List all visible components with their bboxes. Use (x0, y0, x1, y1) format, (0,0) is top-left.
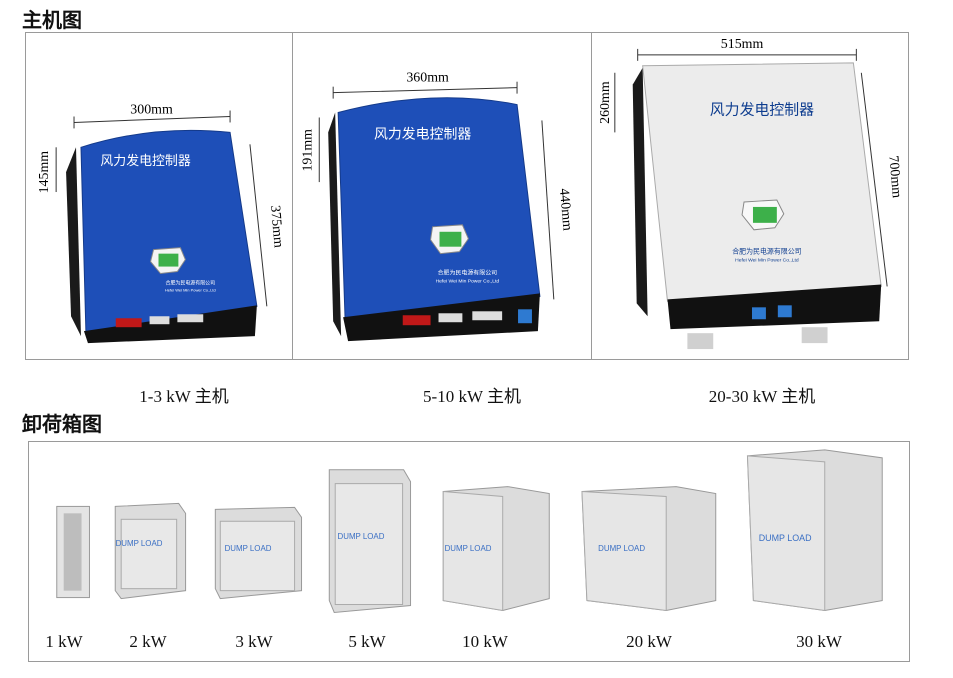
controller-1-company-en: Hefei Wei Min Power Co.,Ltd (165, 287, 216, 292)
controller-3-width-dim: 515mm (721, 37, 764, 52)
controller-3-panel-text: 风力发电控制器 (710, 101, 814, 119)
dump-load-3kw-label: 3 kW (235, 632, 273, 651)
controller-panel-1: 300mm 145mm 375mm 风力发电控制器 合肥为民电源有限公司 Hef… (26, 33, 293, 359)
controller-3-company-en: Hefei Wei Min Power Co.,Ltd (735, 258, 799, 264)
controller-2-height-dim: 440mm (556, 188, 575, 232)
dump-load-10kw-text: DUMP LOAD (445, 544, 492, 553)
dump-load-30kw-label: 30 kW (796, 632, 842, 651)
dump-load-gallery: DUMP LOAD DUMP LOAD DUMP LOAD DUMP LOAD … (28, 441, 910, 662)
dump-load-20kw-image: DUMP LOAD (581, 486, 717, 612)
controller-3-company-cn: 合肥为民电源有限公司 (732, 247, 801, 256)
dump-load-20kw-text: DUMP LOAD (598, 544, 645, 553)
dump-load-2kw-image: DUMP LOAD (114, 502, 187, 600)
controller-2-image: 360mm 191mm 440mm 风力发电控制器 合肥为民电源有限公司 Hef… (300, 71, 575, 342)
controller-2-caption: 5-10 kW 主机 (423, 387, 521, 406)
controller-panel-3: 515mm 260mm 700mm 风力发电控制器 合肥为民电源有限公司 Hef… (592, 33, 908, 359)
controller-2-panel-text: 风力发电控制器 (374, 126, 471, 142)
dump-load-2kw-label: 2 kW (129, 632, 167, 651)
dump-load-5kw-text: DUMP LOAD (338, 532, 385, 541)
controller-2-width-dim: 360mm (406, 71, 449, 86)
dump-load-2kw-text: DUMP LOAD (116, 539, 163, 548)
controller-2-company-cn: 合肥为民电源有限公司 (438, 269, 498, 277)
dump-load-3kw-image: DUMP LOAD (214, 506, 303, 600)
controller-2-company-en: Hefei Wei Min Power Co.,Ltd (436, 278, 500, 284)
dump-load-20kw-label: 20 kW (626, 632, 672, 651)
dump-load-10kw-image: DUMP LOAD (442, 486, 550, 612)
controller-3-height-dim: 700mm (885, 155, 904, 199)
dump-load-1kw-label: 1 kW (45, 632, 83, 651)
dump-load-30kw-image: DUMP LOAD (746, 449, 883, 612)
main-section-title: 主机图 (22, 8, 82, 32)
dump-load-10kw-label: 10 kW (462, 632, 508, 651)
controller-3-depth-dim: 260mm (598, 81, 613, 124)
controller-panel-2: 360mm 191mm 440mm 风力发电控制器 合肥为民电源有限公司 Hef… (293, 33, 592, 359)
dump-load-5kw-image: DUMP LOAD (328, 469, 412, 613)
controller-1-height-dim: 375mm (267, 205, 286, 249)
dump-load-3kw-text: DUMP LOAD (225, 544, 272, 553)
controller-3-caption: 20-30 kW 主机 (708, 387, 816, 406)
controller-1-panel-text: 风力发电控制器 (100, 153, 190, 169)
controller-1-image: 300mm 145mm 375mm 风力发电控制器 合肥为民电源有限公司 Hef… (37, 103, 286, 344)
controller-1-caption: 1-3 kW 主机 (139, 387, 229, 406)
dump-section-title: 卸荷箱图 (22, 412, 102, 436)
controller-3-image: 515mm 260mm 700mm 风力发电控制器 合肥为民电源有限公司 Hef… (598, 37, 904, 350)
controller-1-width-dim: 300mm (130, 103, 173, 118)
dump-load-30kw-text: DUMP LOAD (759, 533, 812, 543)
controller-1-depth-dim: 145mm (37, 151, 52, 194)
controller-1-company-cn: 合肥为民电源有限公司 (166, 279, 216, 286)
dump-load-5kw-label: 5 kW (348, 632, 386, 651)
dump-load-1kw-image (56, 505, 90, 599)
dump-load-images: DUMP LOAD DUMP LOAD DUMP LOAD DUMP LOAD … (56, 449, 883, 613)
controller-gallery: 300mm 145mm 375mm 风力发电控制器 合肥为民电源有限公司 Hef… (25, 32, 909, 360)
controller-2-depth-dim: 191mm (300, 129, 315, 172)
